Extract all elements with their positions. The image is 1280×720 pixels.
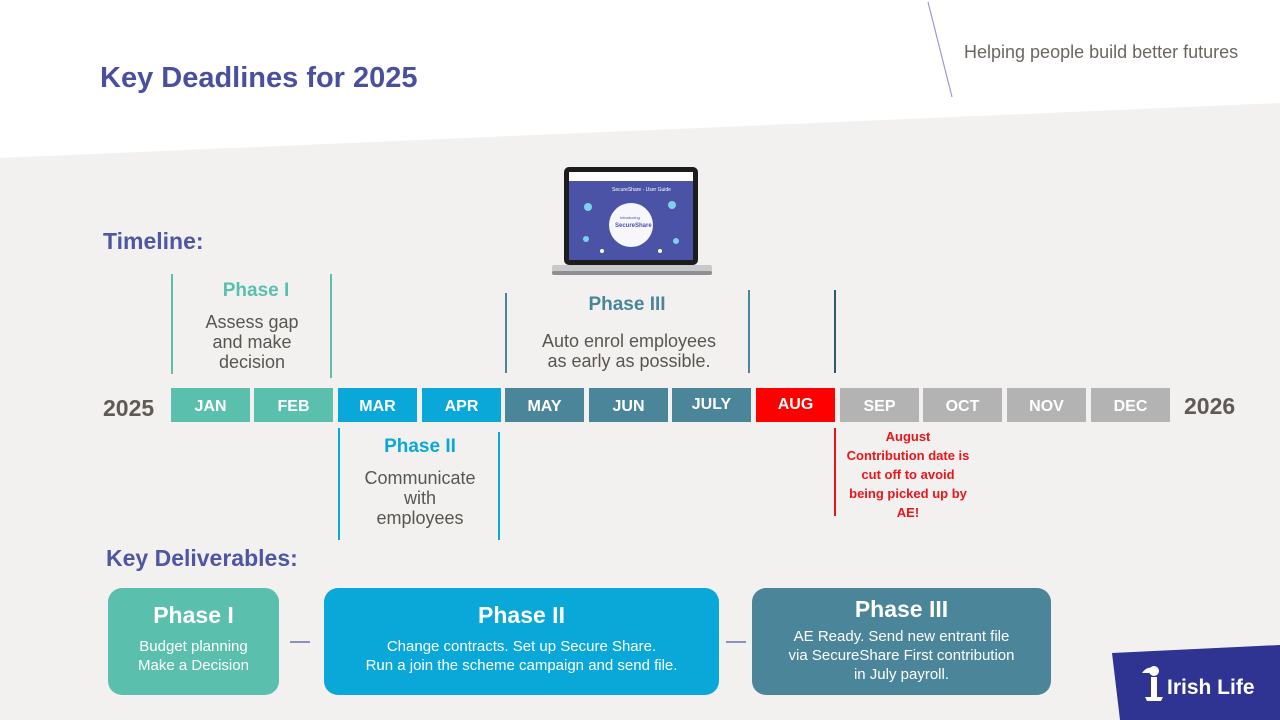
phase2-desc-line: employees [376,508,464,528]
deliverable-phase1-line: Make a Decision [138,657,249,674]
phase3-description: Auto enrol employees as early as possibl… [510,331,748,371]
phase3-divider-right [748,290,750,373]
connector-dash [290,641,310,643]
phase1-desc-line: Assess gap [205,312,299,332]
start-year: 2025 [103,395,155,421]
month-feb: FEB [254,388,333,422]
month-jun: JUN [589,388,668,422]
month-dec: DEC [1091,388,1170,422]
laptop-screen-line1: Introducing [620,215,640,220]
logo-figure-icon [1142,666,1163,701]
phase1-desc-line: decision [218,352,286,372]
timeline-heading: Timeline: [103,228,204,254]
month-july: JULY [672,388,751,422]
deliverable-phase1-title: Phase I [153,602,234,628]
deliverable-phase2-title: Phase II [478,602,565,628]
phase2-description: Communicate with employees [340,468,500,528]
note-line: August [885,429,931,444]
phase3-desc-line: Auto enrol employees [541,331,717,351]
laptop-screen-header: SecureShare - User Guide [612,187,671,193]
phase3-divider-left [505,293,507,373]
deliverable-phase1-line: Budget planning [139,638,248,655]
phase2-desc-line: Communicate [364,468,476,488]
laptop-screen-line2: SecureShare [615,223,652,229]
connector-dash [726,641,746,643]
deliverables-heading: Key Deliverables: [106,545,298,571]
month-aug: AUG [756,388,835,422]
phase1-description: Assess gap and make decision [172,312,332,372]
page-title: Key Deadlines for 2025 [100,62,418,94]
irish-life-logo: Irish Life [1112,645,1280,720]
deliverable-phase2-line: Run a join the scheme campaign and send … [365,657,678,674]
deliverable-phase2-line: Change contracts. Set up Secure Share. [386,638,657,655]
note-line: cut off to avoid [861,467,955,482]
note-line: Contribution date is [846,448,970,463]
tagline: Helping people build better futures [964,42,1239,62]
deliverable-phase2-box: Phase II Change contracts. Set up Secure… [324,588,719,695]
month-oct: OCT [923,388,1002,422]
deliverable-phase3-line: in July payroll. [853,666,950,683]
note-line: AE! [896,505,920,520]
aug-divider-bottom [834,428,836,516]
month-mar: MAR [338,388,417,422]
note-line: being picked up by [849,486,967,501]
phase2-desc-line: with [403,488,436,508]
deliverable-phase3-line: via SecureShare First contribution [788,647,1015,664]
deliverable-phase3-title: Phase III [854,596,949,622]
month-nov: NOV [1007,388,1086,422]
aug-divider-top [834,290,836,373]
phase3-desc-line: as early as possible. [547,351,711,371]
month-may: MAY [505,388,584,422]
phase1-divider-left [171,274,173,374]
month-jan: JAN [171,388,250,422]
deliverable-phase3-box: Phase III AE Ready. Send new entrant fil… [752,588,1051,695]
laptop-image: SecureShare - User Guide Introducing Sec… [552,167,712,275]
august-cutoff-note: August Contribution date is cut off to a… [838,427,978,522]
phase2-title: Phase II [384,436,456,457]
phase2-divider-left [338,428,340,540]
deliverable-phase3-line: AE Ready. Send new entrant file [793,628,1010,645]
month-apr: APR [422,388,501,422]
phase2-divider-right [498,432,500,540]
phase3-title: Phase III [588,294,666,315]
logo-text: Irish Life [1167,676,1255,699]
end-year: 2026 [1184,393,1236,419]
phase1-desc-line: and make [212,332,292,352]
phase1-title: Phase I [222,280,290,301]
month-sep: SEP [840,388,919,422]
phase1-divider-right [330,274,332,378]
deliverable-phase1-box: Phase I Budget planning Make a Decision [108,588,279,695]
